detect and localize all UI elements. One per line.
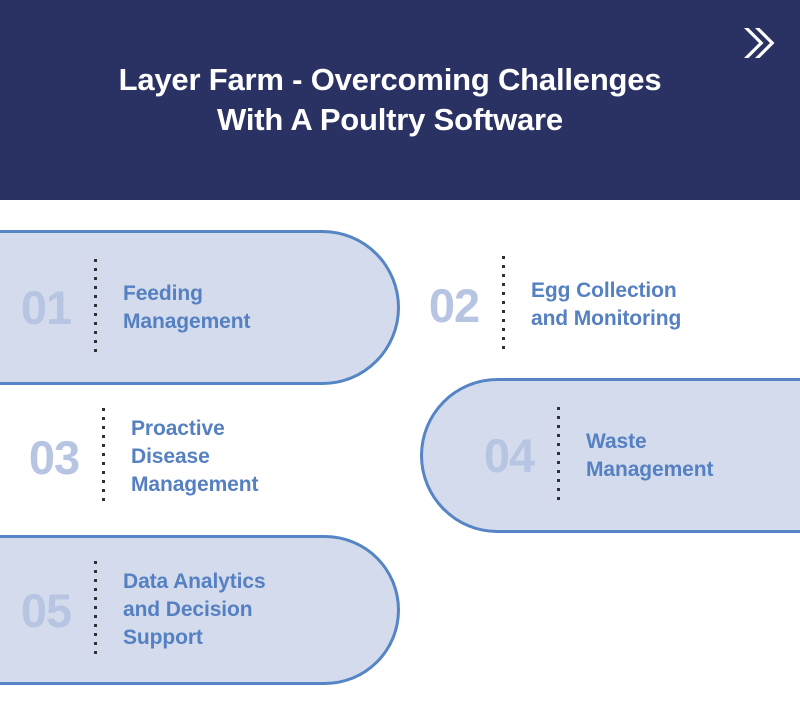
item-number: 03 xyxy=(28,430,80,484)
challenge-list: 01 Feeding Management 02 Egg Collection … xyxy=(0,200,800,708)
dotted-divider xyxy=(557,406,560,505)
list-item-02[interactable]: 02 Egg Collection and Monitoring xyxy=(408,240,800,370)
dotted-divider xyxy=(94,258,97,357)
item-label: Data Analytics and Decision Support xyxy=(123,570,266,649)
dotted-divider xyxy=(502,256,505,354)
header-banner: Layer Farm - Overcoming Challenges With … xyxy=(0,0,800,200)
item-label: Egg Collection and Monitoring xyxy=(531,279,682,330)
item-number: 05 xyxy=(20,583,72,637)
item-number: 04 xyxy=(483,429,535,482)
double-chevron-right-icon xyxy=(744,28,775,58)
item-label: Waste Management xyxy=(586,429,714,481)
item-number: 01 xyxy=(20,281,72,334)
list-item-03[interactable]: 03 Proactive Disease Management xyxy=(8,392,408,522)
dotted-divider xyxy=(102,408,105,506)
list-item-01[interactable]: 01 Feeding Management xyxy=(0,230,400,385)
item-label: Proactive Disease Management xyxy=(131,417,259,496)
item-number: 02 xyxy=(428,278,480,332)
dotted-divider xyxy=(94,561,97,659)
page-title: Layer Farm - Overcoming Challenges With … xyxy=(118,62,662,137)
list-item-05[interactable]: 05 Data Analytics and Decision Support xyxy=(0,535,400,685)
item-label: Feeding Management xyxy=(123,281,251,333)
list-item-04[interactable]: 04 Waste Management xyxy=(420,378,800,533)
